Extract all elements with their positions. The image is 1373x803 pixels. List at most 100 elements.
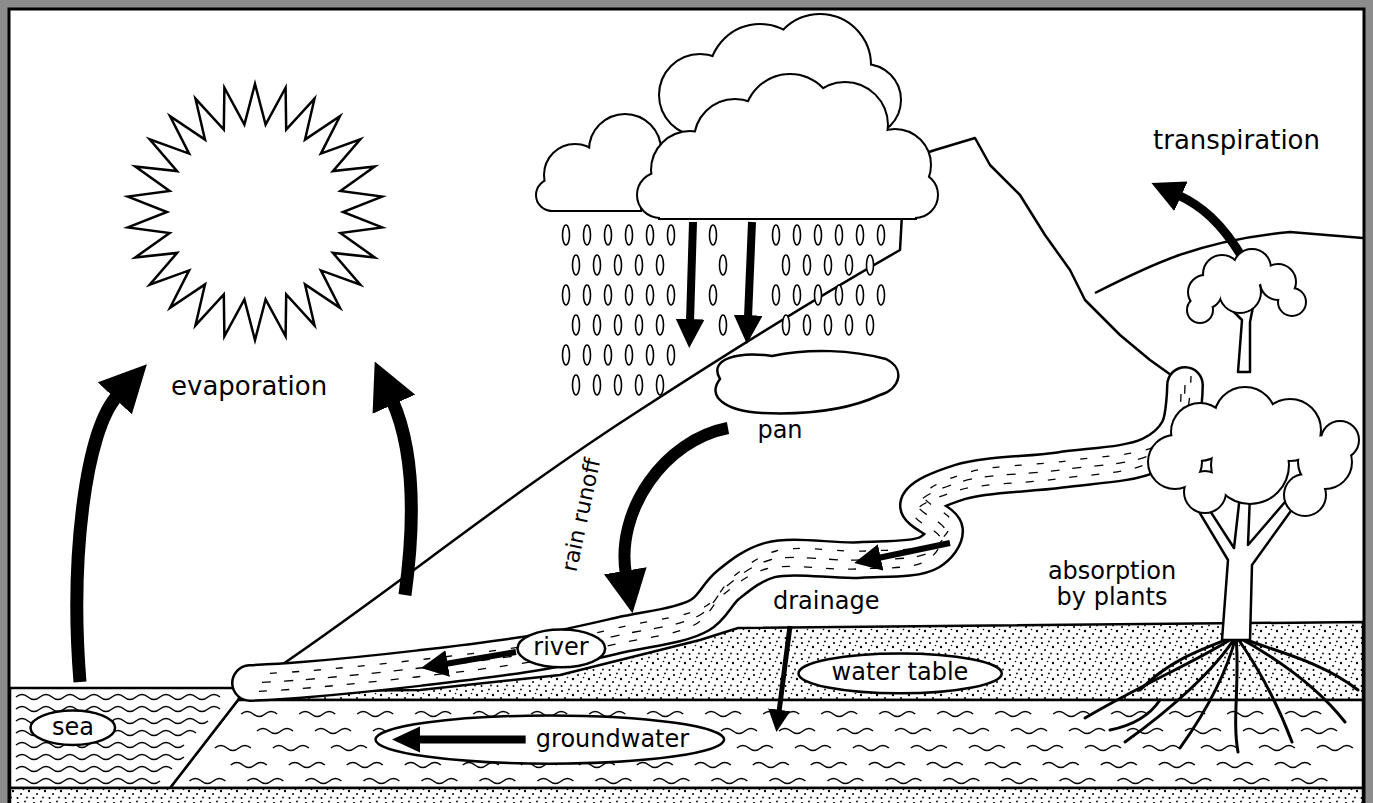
raindrops	[636, 255, 643, 275]
runoff-arrow	[624, 428, 728, 575]
raindrops	[720, 315, 727, 335]
groundwater-waves	[231, 763, 267, 768]
raindrops	[794, 225, 801, 245]
groundwater-waves	[853, 746, 889, 751]
groundwater-waves	[1233, 779, 1269, 784]
groundwater-waves	[711, 779, 747, 784]
river	[250, 385, 1185, 683]
roots	[1085, 636, 1358, 752]
small-tree	[1188, 298, 1212, 322]
groundwater-waves	[315, 729, 351, 734]
raindrops	[615, 315, 622, 335]
evaporation-arrow	[77, 395, 118, 682]
evaporation-arrow	[77, 395, 411, 682]
groundwater-waves	[1285, 712, 1321, 717]
big-tree	[1322, 422, 1358, 458]
groundwater-waves	[1217, 763, 1253, 768]
raindrops	[647, 285, 654, 305]
small-tree	[1220, 272, 1260, 312]
raindrops	[647, 345, 654, 365]
cloud	[638, 75, 937, 218]
big-tree	[1149, 388, 1358, 515]
raindrops	[594, 315, 601, 335]
river	[250, 385, 1185, 683]
raindrops	[836, 285, 843, 305]
raindrops	[605, 345, 612, 365]
groundwater-waves	[357, 712, 393, 717]
raindrops	[584, 225, 591, 245]
raindrops	[867, 255, 874, 275]
groundwater-waves	[1201, 746, 1237, 751]
river	[246, 376, 1191, 692]
groundwater-waves	[347, 763, 383, 768]
transpiration-arrow	[1178, 195, 1245, 262]
raindrops	[825, 315, 832, 335]
groundwater-waves	[827, 779, 863, 784]
groundwater-waves	[885, 779, 921, 784]
raindrops	[584, 345, 591, 365]
raindrops	[846, 315, 853, 335]
raindrops	[773, 225, 780, 245]
raindrops	[794, 285, 801, 305]
cloud	[660, 150, 915, 218]
groundwater-waves	[595, 779, 631, 784]
evaporation-arrow	[392, 400, 411, 595]
raindrops	[710, 285, 717, 305]
groundwater-waves	[1069, 729, 1105, 734]
sea-waves	[16, 743, 184, 748]
raindrops	[783, 255, 790, 275]
tree-trunk	[1195, 495, 1293, 640]
raindrops	[573, 255, 580, 275]
oval-node: river	[516, 628, 607, 669]
big-tree	[1149, 388, 1358, 515]
sea-waves	[16, 779, 160, 784]
small-tree	[1188, 250, 1305, 372]
groundwater-waves	[215, 746, 251, 751]
oval-outline	[31, 711, 116, 745]
raindrops	[668, 225, 675, 245]
groundwater-waves	[1301, 729, 1337, 734]
sea-waves	[16, 755, 184, 760]
sea-waves	[16, 695, 220, 700]
groundwater-waves	[273, 746, 309, 751]
groundwater-waves	[769, 779, 805, 784]
groundwater-waves	[1085, 746, 1121, 751]
groundwater-waves	[257, 729, 293, 734]
frame	[9, 9, 1364, 803]
groundwater-waves	[795, 746, 831, 751]
groundwater-waves	[779, 729, 815, 734]
raindrops	[563, 345, 570, 365]
groundwater-waves	[637, 763, 673, 768]
groundwater-waves	[653, 779, 689, 784]
diagram-label: transpiration	[1150, 126, 1323, 155]
roots	[1236, 636, 1358, 690]
node-text: groundwater	[536, 726, 689, 754]
groundwater-waves	[937, 712, 973, 717]
river	[250, 385, 1185, 683]
raindrops	[563, 285, 570, 305]
sea-waves	[16, 695, 220, 784]
raindrops	[846, 255, 853, 275]
groundwater-waves	[1175, 779, 1211, 784]
groundwater-waves	[1143, 746, 1179, 751]
oval-outline	[392, 727, 420, 753]
raindrops	[626, 285, 633, 305]
groundwater-waves	[695, 763, 731, 768]
oval-outline	[798, 653, 1001, 693]
raindrops	[668, 285, 675, 305]
cloud	[552, 170, 640, 210]
groundwater-waves	[821, 712, 857, 717]
groundwater-waves	[1059, 779, 1095, 784]
groundwater-waves	[1043, 763, 1079, 768]
groundwater-waves	[363, 779, 399, 784]
raindrops	[836, 225, 843, 245]
raindrops	[720, 255, 727, 275]
cloud	[638, 75, 937, 218]
raindrops	[857, 285, 864, 305]
raindrops	[710, 225, 717, 245]
raindrops	[573, 315, 580, 335]
sea-waves	[16, 767, 172, 772]
raindrops	[773, 285, 780, 305]
